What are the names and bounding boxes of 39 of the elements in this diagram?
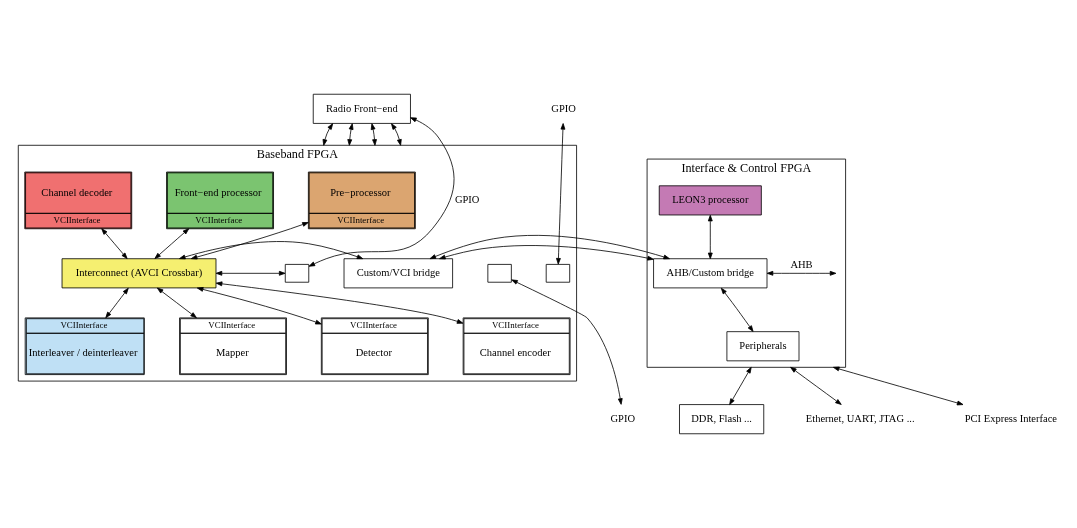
arrow	[322, 123, 334, 146]
node-box: DDR, Flash ...	[679, 404, 765, 435]
arrow	[707, 214, 713, 260]
arrow	[105, 287, 129, 319]
arrow	[179, 241, 364, 260]
arrow	[766, 270, 837, 276]
arrow	[556, 123, 566, 265]
edge-label: AHB	[790, 258, 813, 270]
arrow	[391, 123, 402, 146]
arrow	[511, 279, 623, 405]
node-box: LEON3 processor	[658, 185, 762, 216]
arrow	[308, 117, 455, 267]
arrow	[190, 222, 309, 260]
node-box	[284, 264, 310, 283]
edge-label: GPIO	[454, 194, 480, 206]
node-text: PCI Express Interface	[964, 412, 1058, 424]
node-box: Custom/VCI bridge	[343, 258, 453, 289]
node-box: AHB/Custom bridge	[653, 258, 768, 289]
node-box	[487, 264, 512, 283]
arrow	[215, 270, 286, 276]
arrow	[370, 123, 377, 146]
node-box	[545, 264, 571, 283]
node-text: Ethernet, UART, JTAG ...	[805, 412, 915, 424]
node-text: GPIO	[551, 102, 576, 114]
node-box: Radio Front−end	[312, 93, 411, 124]
arrow	[720, 287, 754, 332]
arrow	[154, 228, 190, 259]
arrow	[156, 287, 197, 319]
arrow	[833, 366, 964, 406]
arrow	[101, 228, 128, 259]
arrow	[790, 366, 842, 405]
node-box: Interconnect (AVCI Crossbar)	[61, 258, 217, 289]
arrow	[215, 281, 464, 324]
arrow	[347, 123, 354, 146]
node-text: GPIO	[610, 412, 636, 424]
arrow	[196, 287, 322, 325]
node-box: Peripherals	[726, 331, 800, 362]
arrow	[429, 234, 670, 261]
arrow	[729, 366, 752, 405]
